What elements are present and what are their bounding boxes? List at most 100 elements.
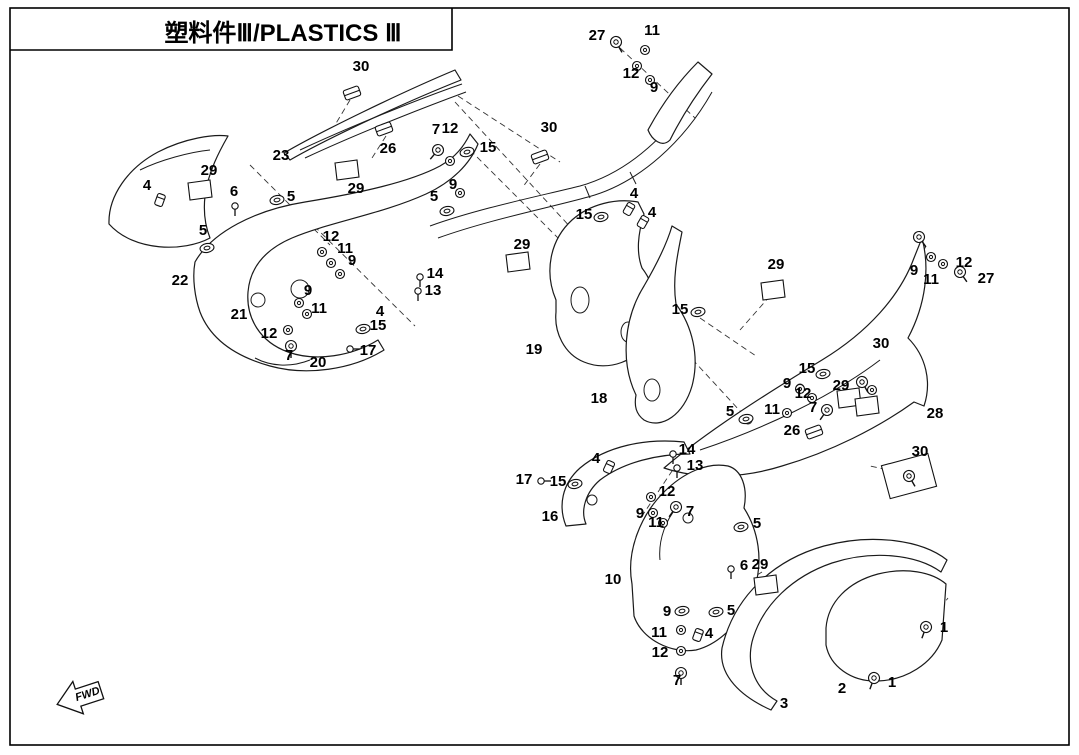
part-number-label: 1	[888, 674, 896, 691]
washer-icon	[675, 645, 687, 657]
part-number-label: 4	[143, 177, 152, 194]
tag-29-icon	[505, 251, 531, 273]
part-number-label: 13	[687, 457, 704, 474]
washer-icon	[925, 251, 937, 263]
tag-29-icon	[760, 279, 786, 301]
part-number-label: 12	[652, 644, 669, 661]
washer-icon	[316, 246, 328, 258]
part-number-label: 7	[686, 503, 694, 520]
part-number-label: 6	[740, 557, 748, 574]
part-number-label: 10	[605, 571, 622, 588]
part-number-label: 11	[648, 514, 664, 531]
washer-icon	[293, 297, 305, 309]
clamp-icon	[342, 85, 362, 101]
clamp-icon	[374, 121, 394, 137]
part-number-label: 7	[432, 121, 440, 138]
part-number-label: 3	[780, 695, 788, 712]
part-number-label: 4	[592, 450, 601, 467]
part-number-label: 12	[956, 254, 973, 271]
page-title: 塑料件Ⅲ/PLASTICS Ⅲ	[164, 20, 401, 47]
part-number-label: 26	[380, 140, 397, 157]
fwd-arrow: FWD	[56, 679, 105, 715]
part-number-label: 15	[370, 317, 387, 334]
grommet-icon	[268, 193, 286, 207]
part-number-label: 29	[201, 162, 218, 179]
part-number-label: 1	[940, 619, 948, 636]
washer-icon	[645, 491, 657, 503]
part-number-label: 11	[311, 300, 327, 317]
part-number-label: 29	[768, 256, 785, 273]
panel-part-10	[630, 464, 760, 652]
bolt-icon	[425, 141, 447, 164]
panel-part-22	[108, 134, 229, 248]
panel-part-3	[721, 538, 948, 711]
page-border	[9, 7, 1070, 746]
tag-29-icon	[753, 574, 779, 596]
screw-icon	[414, 287, 422, 302]
washer-icon	[781, 407, 793, 419]
part-number-label: 29	[752, 556, 769, 573]
part-number-label: 15	[576, 206, 593, 223]
screw-icon	[416, 273, 424, 288]
part-number-label: 5	[726, 403, 734, 420]
part-number-label: 17	[360, 342, 377, 359]
part-number-label: 9	[650, 79, 658, 96]
part-number-label: 20	[310, 354, 327, 371]
part-number-label: 4	[376, 303, 385, 320]
part-number-label: 11	[651, 624, 667, 641]
part-number-label: 19	[526, 341, 543, 358]
part-number-label: 7	[673, 672, 681, 689]
part-number-label: 9	[636, 505, 644, 522]
part-number-label: 15	[672, 301, 689, 318]
part-number-label: 9	[663, 603, 671, 620]
part-number-label: 12	[261, 325, 278, 342]
part-number-label: 5	[199, 222, 207, 239]
panel-part-21	[193, 133, 479, 372]
panel-part-18	[625, 225, 696, 424]
part-number-label: 9	[348, 252, 356, 269]
part-number-label: 13	[425, 282, 442, 299]
panels	[108, 61, 948, 711]
part-number-label: 7	[809, 399, 817, 416]
part-number-label: 12	[623, 65, 640, 82]
grommet-icon	[689, 305, 707, 319]
washer-icon	[282, 324, 294, 336]
part-number-label: 30	[912, 443, 929, 460]
part-number-label: 30	[353, 58, 370, 75]
part-number-label: 21	[231, 306, 248, 323]
fwd-arrow-icon	[56, 679, 105, 715]
panel-part-2	[825, 570, 947, 682]
part-number-label: 5	[727, 602, 735, 619]
part-number-label: 23	[273, 147, 290, 164]
part-number-label: 5	[430, 188, 438, 205]
part-number-label: 16	[542, 508, 559, 525]
part-number-label: 15	[799, 360, 816, 377]
panel-part-28	[663, 237, 929, 477]
part-number-label: 26	[784, 422, 801, 439]
grommet-icon	[438, 204, 456, 218]
part-number-label: 12	[659, 483, 676, 500]
washer-icon	[937, 258, 949, 270]
part-number-label: 12	[442, 120, 459, 137]
washer-icon	[639, 44, 651, 56]
washer-icon	[675, 624, 687, 636]
part-number-label: 27	[589, 27, 606, 44]
part-number-label: 11	[644, 22, 660, 39]
part-number-label: 30	[541, 119, 558, 136]
part-number-label: 14	[679, 441, 696, 458]
screw-icon	[231, 202, 239, 217]
part-number-label: 4	[630, 185, 639, 202]
part-number-label: 7	[285, 347, 293, 364]
panel-part-16	[561, 440, 691, 527]
part-number-label: 4	[648, 204, 657, 221]
part-number-label: 9	[910, 262, 918, 279]
part-number-label: 30	[873, 335, 890, 352]
part-number-label: 17	[516, 471, 533, 488]
part-number-label: 11	[923, 271, 939, 288]
part-number-label: 29	[514, 236, 531, 253]
part-number-label: 9	[304, 282, 312, 299]
washer-icon	[334, 268, 346, 280]
